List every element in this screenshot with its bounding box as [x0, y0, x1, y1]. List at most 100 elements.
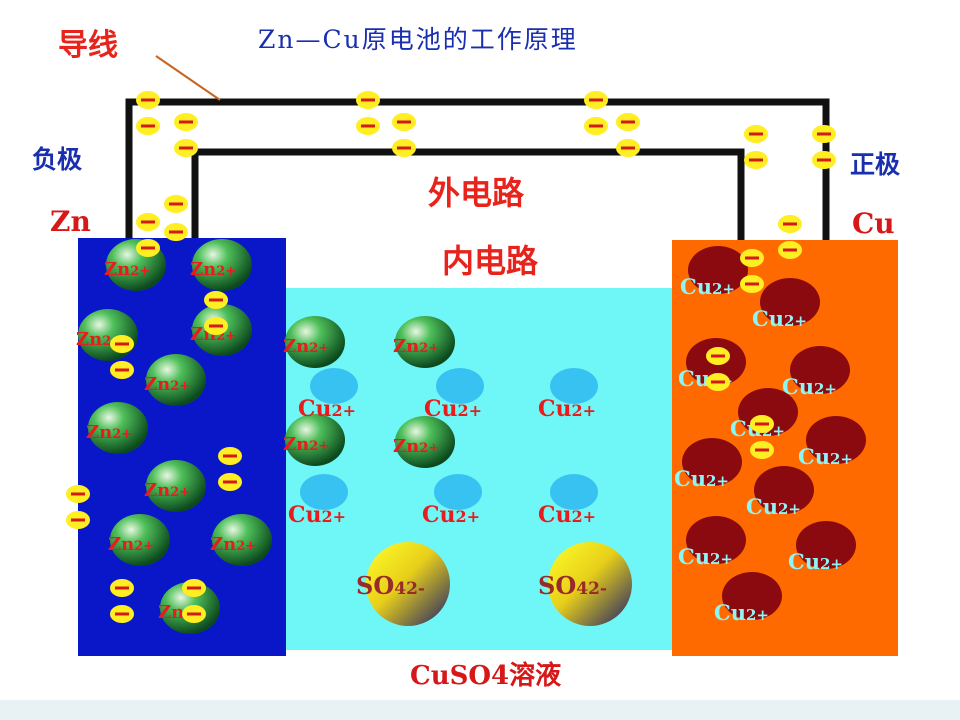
zinc-ion-label: Zn2+: [283, 336, 329, 357]
electron: [616, 139, 640, 157]
electron-minus-sign: [141, 124, 155, 128]
electron: [66, 485, 90, 503]
wire-label: 导线: [58, 28, 118, 63]
zinc-ion: Zn2+: [393, 316, 455, 368]
copper-ion: Cu2+: [714, 572, 782, 625]
copper-ion-label: Cu2+: [674, 466, 729, 491]
zinc-label: Zn: [50, 205, 91, 238]
zinc-ion: Zn2+: [108, 514, 170, 566]
electron-minus-sign: [783, 248, 797, 252]
copper-ion: Cu2+: [538, 368, 598, 422]
electron: [706, 347, 730, 365]
electron-minus-sign: [589, 98, 603, 102]
copper-ion: Cu2+: [298, 368, 358, 422]
electron-minus-sign: [711, 380, 725, 384]
electron: [218, 473, 242, 491]
copper-ion: Cu2+: [422, 474, 482, 528]
electron-minus-sign: [71, 492, 85, 496]
electron: [204, 291, 228, 309]
electron: [616, 113, 640, 131]
zinc-ion-label: Zn2+: [108, 534, 154, 555]
electron-minus-sign: [749, 132, 763, 136]
copper-ion-sphere-icon: [550, 368, 598, 404]
bottom-band: [0, 700, 960, 720]
copper-ion-sphere-icon: [300, 474, 348, 510]
zinc-ion-sphere-icon: [192, 239, 252, 291]
electron-minus-sign: [589, 124, 603, 128]
internal-circuit-label: 内电路: [442, 242, 539, 280]
electron: [740, 275, 764, 293]
zinc-ion: Zn2+: [283, 414, 345, 466]
sulfate-ion: SO42-: [356, 542, 450, 626]
electron: [778, 241, 802, 259]
electron: [584, 117, 608, 135]
electron-group: [66, 91, 836, 623]
electron: [136, 239, 160, 257]
electron: [136, 117, 160, 135]
electron-minus-sign: [817, 158, 831, 162]
zinc-ion-label: Zn2+: [393, 336, 439, 357]
electron-minus-sign: [179, 146, 193, 150]
electron-minus-sign: [115, 342, 129, 346]
electron-minus-sign: [223, 480, 237, 484]
zinc-ion-label: Zn2+: [283, 434, 329, 455]
inner-wire: [191, 148, 745, 240]
electron-minus-sign: [209, 298, 223, 302]
electron: [110, 335, 134, 353]
electron: [204, 317, 228, 335]
zinc-ion-sphere-icon: [146, 460, 206, 512]
electron-minus-sign: [169, 230, 183, 234]
outer-wire: [125, 98, 830, 240]
copper-ion-sphere-icon: [686, 516, 746, 564]
electron: [164, 223, 188, 241]
sulfate-ion-group: SO42- SO42-: [356, 542, 632, 626]
electron: [66, 511, 90, 529]
copper-ion: Cu2+: [788, 521, 856, 574]
electron: [182, 605, 206, 623]
zinc-ion-label: Zn2+: [144, 480, 190, 501]
electron-minus-sign: [71, 518, 85, 522]
electron: [110, 605, 134, 623]
copper-ion-sphere-icon: [434, 474, 482, 510]
negative-electrode-label: 负极: [32, 145, 83, 174]
copper-ion: Cu2+: [424, 368, 484, 422]
copper-ion-sphere-icon: [688, 246, 748, 294]
zinc-ion: Zn2+: [86, 402, 148, 454]
zinc-ion-sphere-icon: [395, 316, 455, 368]
zinc-ion-sphere-icon: [395, 416, 455, 468]
sulfate-ion-sphere-icon: [366, 542, 450, 626]
copper-ion: Cu2+: [746, 466, 814, 519]
zinc-ion: Zn2+: [144, 354, 206, 406]
electron-minus-sign: [783, 222, 797, 226]
electron-minus-sign: [711, 354, 725, 358]
electron-minus-sign: [361, 124, 375, 128]
electron-minus-sign: [209, 324, 223, 328]
electron-minus-sign: [397, 120, 411, 124]
electron: [110, 361, 134, 379]
copper-ion-label: Cu2+: [298, 396, 356, 422]
electron-minus-sign: [621, 120, 635, 124]
zinc-ion-sphere-icon: [146, 354, 206, 406]
electron-minus-sign: [397, 146, 411, 150]
electron-minus-sign: [187, 586, 201, 590]
electron: [778, 215, 802, 233]
copper-ion: Cu2+: [798, 416, 866, 469]
copper-ion-label: Cu2+: [538, 502, 596, 528]
electron-minus-sign: [745, 256, 759, 260]
electron: [356, 91, 380, 109]
sulfate-ion-sphere-icon: [548, 542, 632, 626]
electron: [584, 91, 608, 109]
copper-ion: Cu2+: [538, 474, 598, 528]
zinc-ion-label: Zn2+: [86, 422, 132, 443]
copper-ion: Cu2+: [288, 474, 348, 528]
copper-ion-label: Cu2+: [288, 502, 346, 528]
copper-ion: Cu2+: [782, 346, 850, 399]
electron: [812, 125, 836, 143]
electron: [174, 113, 198, 131]
electron: [812, 151, 836, 169]
electron: [110, 579, 134, 597]
electron: [136, 213, 160, 231]
sulfate-ion: SO42-: [538, 542, 632, 626]
copper-ion-sphere-icon: [550, 474, 598, 510]
wire-pointer: [155, 55, 221, 101]
